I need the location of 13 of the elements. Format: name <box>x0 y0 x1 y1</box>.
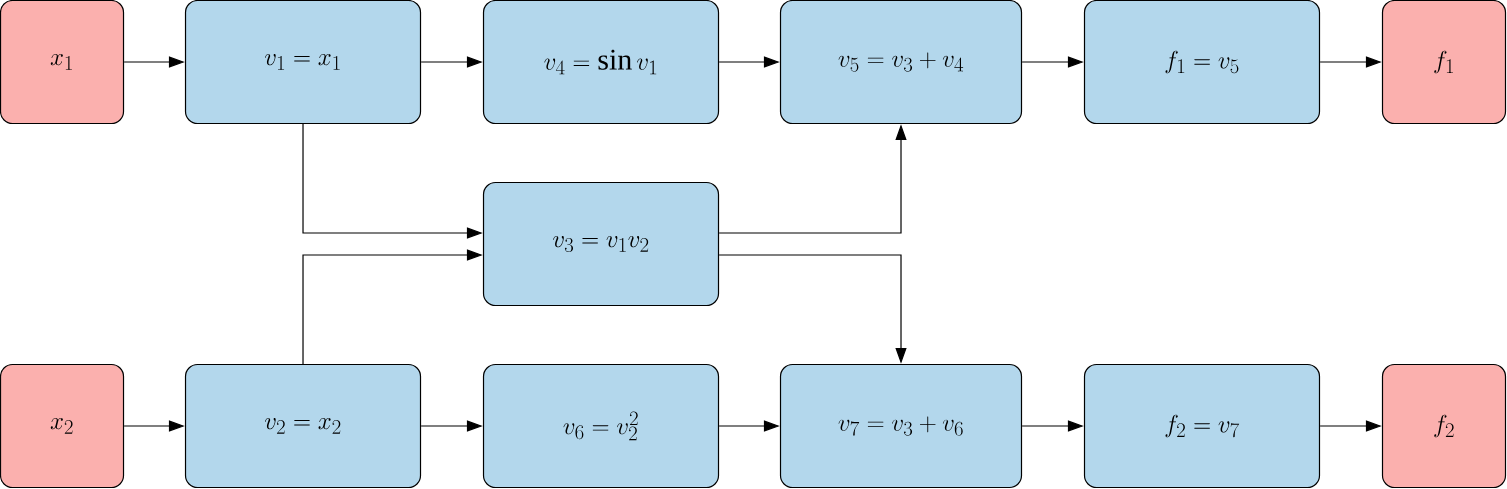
variable-box: $x_2$ <box>0 363 125 489</box>
operation-box: $f_2 = v_7$ <box>1083 363 1321 489</box>
operation-box: $v_2 = x_2$ <box>184 363 422 489</box>
variable-box: $f_1$ <box>1381 0 1507 125</box>
variable-box: $f_2$ <box>1381 363 1507 489</box>
variable-box: $x_1$ <box>0 0 125 125</box>
operation-box: $v_7 = v_3 + v_6$ <box>779 363 1023 489</box>
operation-box: $v_3 = v_1 v_2$ <box>482 181 720 307</box>
operation-box: $v_6 = v_2^2$ <box>482 363 720 489</box>
operation-box: $v_4 = \sin v_1$ <box>482 0 720 125</box>
operation-box: $v_1 = x_1$ <box>184 0 422 125</box>
operation-box: $v_5 = v_3 + v_4$ <box>779 0 1023 125</box>
operation-box: $f_1 = v_5$ <box>1083 0 1321 125</box>
